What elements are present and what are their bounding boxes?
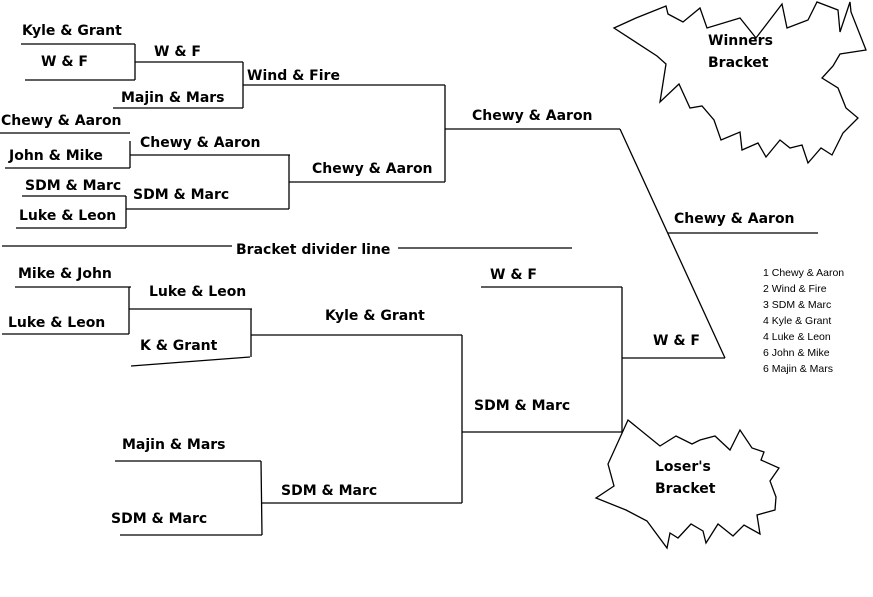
losers-final-team: W & F: [653, 333, 700, 349]
losers-r1-team: Luke & Leon: [8, 315, 106, 331]
losers-r3-team: W & F: [490, 267, 537, 283]
standings-item: 1 Chewy & Aaron: [763, 267, 845, 279]
winners-bracket-title-line1: Winners: [708, 33, 773, 49]
losers-bracket-title-line1: Loser's: [655, 459, 711, 475]
winners-bracket-title-line2: Bracket: [708, 55, 769, 71]
winners-r1-team: W & F: [41, 54, 88, 70]
standings-item: 2 Wind & Fire: [763, 283, 827, 295]
winners-r1-team: SDM & Marc: [25, 178, 122, 194]
standings-item: 6 John & Mike: [763, 347, 830, 359]
losers-bracket-title: Loser's Bracket: [655, 456, 715, 500]
losers-bracket-blob: [594, 418, 780, 550]
winners-r2-team: Chewy & Aaron: [140, 135, 261, 151]
losers-r2-team: Luke & Leon: [149, 284, 247, 300]
standings-list: 1 Chewy & Aaron 2 Wind & Fire 3 SDM & Ma…: [763, 265, 844, 377]
winners-r1-team: Luke & Leon: [19, 208, 117, 224]
winners-r3-team: Wind & Fire: [247, 68, 340, 84]
standings-item: 3 SDM & Marc: [763, 299, 832, 311]
grand-final-team: Chewy & Aaron: [674, 211, 795, 227]
losers-r2-team: Kyle & Grant: [325, 308, 425, 324]
winners-r3-team: Chewy & Aaron: [312, 161, 433, 177]
losers-r1-team: K & Grant: [140, 338, 218, 354]
losers-r1-team: Majin & Mars: [122, 437, 226, 453]
winners-r1-team: Majin & Mars: [121, 90, 225, 106]
winners-bracket-title: Winners Bracket: [708, 30, 773, 74]
standings-item: 6 Majin & Mars: [763, 363, 834, 375]
winners-r1-team: John & Mike: [9, 148, 103, 164]
bracket-line: [130, 356, 251, 367]
losers-r1-team: SDM & Marc: [111, 511, 208, 527]
standings-item: 4 Kyle & Grant: [763, 315, 832, 327]
winners-r1-team: Chewy & Aaron: [1, 113, 122, 129]
winners-r2-team: SDM & Marc: [133, 187, 230, 203]
losers-r1-team: Mike & John: [18, 266, 112, 282]
winners-bracket-blob: [612, 1, 867, 165]
bracket-line: [619, 128, 726, 359]
winners-r2-team: W & F: [154, 44, 201, 60]
losers-bracket-title-line2: Bracket: [655, 481, 716, 497]
standings-item: 4 Luke & Leon: [763, 331, 831, 343]
winners-r1-team: Kyle & Grant: [22, 23, 122, 39]
divider-label: Bracket divider line: [236, 242, 391, 258]
losers-r2-team: SDM & Marc: [281, 483, 378, 499]
losers-r3-team: SDM & Marc: [474, 398, 571, 414]
winners-r4-team: Chewy & Aaron: [472, 108, 593, 124]
bracket-line: [260, 460, 263, 536]
